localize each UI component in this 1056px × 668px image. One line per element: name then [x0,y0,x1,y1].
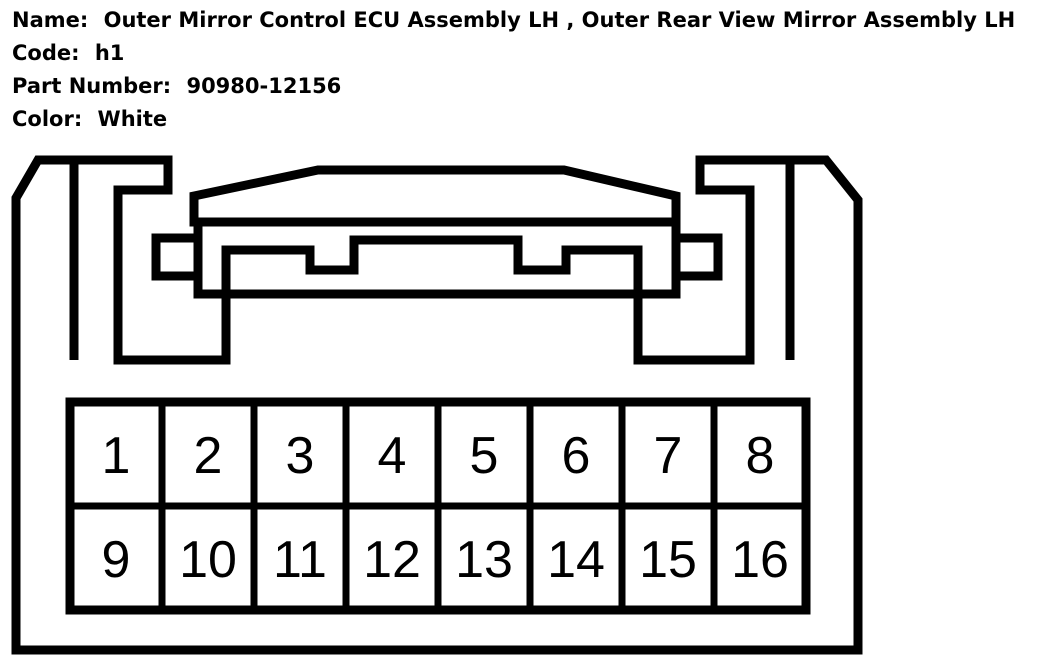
locking-hood [189,165,681,227]
pin-number-4: 4 [378,427,407,485]
pin-number-12: 12 [363,531,421,589]
name-value: Outer Mirror Control ECU Assembly LH , O… [103,8,1016,32]
part-number-label: Part Number: [12,74,172,98]
pin-number-14: 14 [547,531,605,589]
pin-number-9: 9 [102,531,131,589]
name-label: Name: [12,8,89,32]
part-number-line: Part Number: 90980-12156 [12,70,1015,103]
hood-body [193,222,681,299]
left-tab [151,233,198,281]
pin-number-13: 13 [455,531,513,589]
part-number-value: 90980-12156 [186,74,342,98]
pin-number-1: 1 [102,427,131,485]
pin-number-5: 5 [470,427,499,485]
pin-number-15: 15 [639,531,697,589]
pin-number-8: 8 [746,427,775,485]
pin-number-7: 7 [654,427,683,485]
pin-number-16: 16 [731,531,789,589]
name-line: Name: Outer Mirror Control ECU Assembly … [12,4,1015,37]
connector-info: Name: Outer Mirror Control ECU Assembly … [12,4,1015,136]
pin-number-6: 6 [562,427,591,485]
right-tab [676,233,723,281]
pin-number-10: 10 [179,531,237,589]
pin-number-2: 2 [194,427,223,485]
color-value: White [97,107,168,131]
color-label: Color: [12,107,83,131]
code-line: Code: h1 [12,37,1015,70]
connector-housing [11,155,863,655]
pin-cell-16 [710,502,810,614]
pin-number-11: 11 [273,531,327,589]
pin-number-3: 3 [286,427,315,485]
code-value: h1 [94,41,125,65]
color-line: Color: White [12,103,1015,136]
code-label: Code: [12,41,80,65]
